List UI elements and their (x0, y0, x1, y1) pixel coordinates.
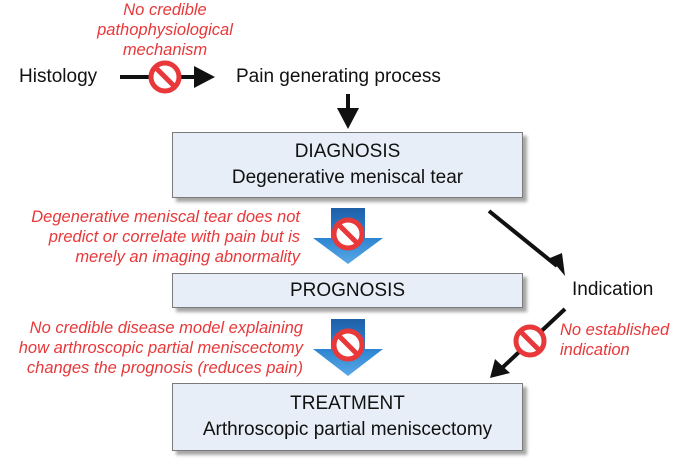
node-indication: Indication (572, 279, 654, 300)
treatment-title: TREATMENT (290, 393, 405, 414)
treatment-subtitle: Arthroscopic partial meniscectomy (202, 419, 493, 440)
diagnosis-subtitle: Degenerative meniscal tear (231, 167, 464, 188)
treatment-box: TREATMENT Arthroscopic partial meniscect… (172, 383, 523, 451)
prohibition-icon-disease-model (331, 328, 365, 362)
note-tear-not-predict: Degenerative meniscal tear does not pred… (31, 208, 300, 266)
diagnosis-to-indication-arrow-icon (487, 209, 565, 276)
diagnosis-title: DIAGNOSIS (294, 141, 401, 162)
prohibition-icon-correlation (331, 217, 365, 251)
note-no-indication: No established indication (560, 321, 670, 359)
diagnosis-box: DIAGNOSIS Degenerative meniscal tear (172, 132, 523, 198)
node-pain-generating-process: Pain generating process (236, 66, 441, 87)
pain-to-diagnosis-arrow-icon (337, 94, 359, 129)
node-histology: Histology (19, 66, 98, 87)
prohibition-icon-indication (513, 324, 547, 358)
prognosis-box: PROGNOSIS (172, 273, 523, 308)
prohibition-icon-mechanism (148, 60, 182, 94)
note-no-mechanism: No credible pathophysiological mechanism (97, 1, 233, 59)
prognosis-title: PROGNOSIS (289, 279, 406, 301)
note-no-disease-model: No credible disease model explaining how… (18, 319, 303, 377)
